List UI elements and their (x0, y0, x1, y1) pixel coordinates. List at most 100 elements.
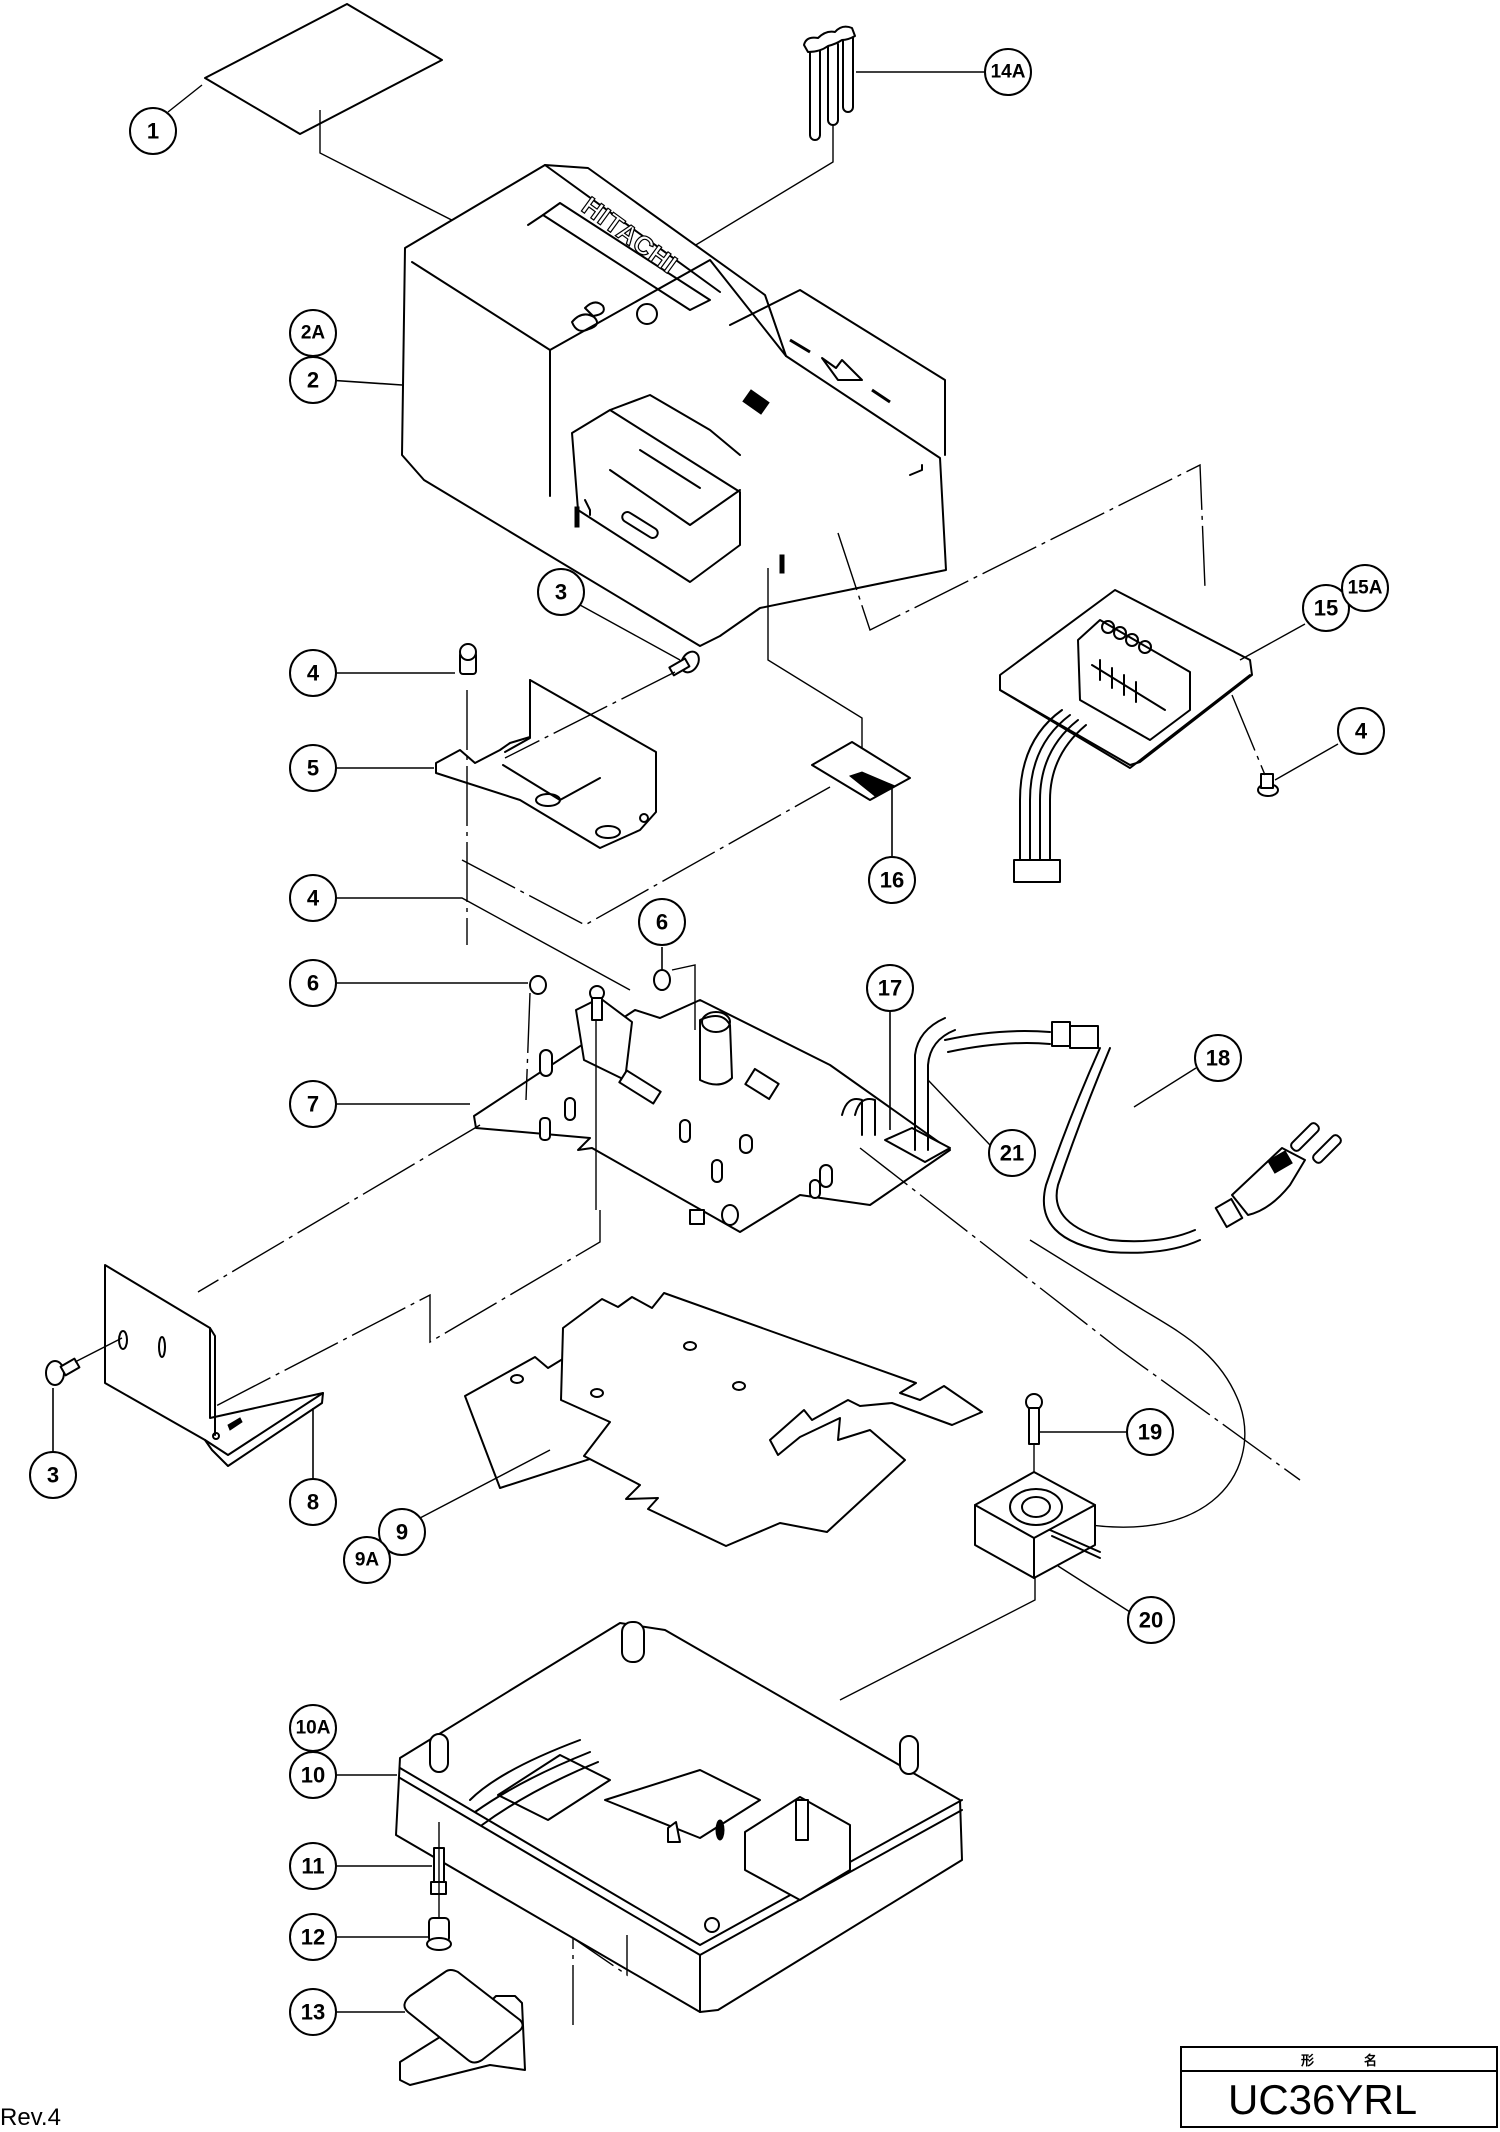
leader-9 (419, 1449, 551, 1519)
model-number: UC36YRL (1228, 2076, 1418, 2123)
leader-4b (336, 897, 631, 991)
callout-10[interactable]: 10 (289, 1751, 337, 1799)
label-13-part (399, 1969, 526, 2086)
svg-text:16: 16 (880, 868, 904, 893)
assembly-line-5 (461, 786, 831, 926)
terminal-17-part (841, 1017, 956, 1163)
assembly-line-fan-wire (859, 1147, 1301, 1481)
svg-text:10A: 10A (296, 1718, 331, 1739)
callout-12[interactable]: 12 (289, 1913, 337, 1961)
svg-text:4: 4 (307, 661, 320, 686)
assembly-line-6a (525, 992, 531, 1101)
svg-text:4: 4 (307, 886, 320, 911)
screw-part-3b (45, 1357, 81, 1386)
svg-text:14A: 14A (991, 62, 1026, 83)
svg-text:6: 6 (656, 910, 668, 935)
callout-20[interactable]: 20 (1127, 1596, 1175, 1644)
callout-3a[interactable]: 3 (537, 568, 585, 616)
leader-1 (167, 84, 203, 113)
callout-17[interactable]: 17 (866, 964, 914, 1012)
callout-14a[interactable]: 14A (984, 48, 1032, 96)
svg-text:15A: 15A (1348, 578, 1383, 599)
svg-text:19: 19 (1138, 1420, 1162, 1445)
housing-upper-part: HITACHI (401, 164, 947, 647)
leader-21 (927, 1079, 991, 1146)
callout-1[interactable]: 1 (129, 107, 177, 155)
leader-2 (327, 379, 403, 386)
callout-9[interactable]: 9 (378, 1508, 426, 1556)
assembly-line-20 (839, 1578, 1036, 1701)
callout-21[interactable]: 21 (988, 1129, 1036, 1177)
assembly-line-6b (671, 964, 696, 1030)
callout-16[interactable]: 16 (868, 856, 916, 904)
callout-7[interactable]: 7 (289, 1080, 337, 1128)
screw-part-4b (589, 985, 605, 1021)
callout-5[interactable]: 5 (289, 744, 337, 792)
leader-4c (1274, 743, 1339, 781)
callout-19[interactable]: 19 (1126, 1408, 1174, 1456)
tapping-screw-part (1257, 773, 1279, 797)
svg-text:9A: 9A (355, 1550, 380, 1571)
callout-10a[interactable]: 10A (289, 1704, 337, 1752)
title-block: 形 名 UC36YRL (1180, 2046, 1498, 2128)
svg-text:10: 10 (301, 1763, 325, 1788)
heat-sink-bracket-part (435, 679, 657, 849)
svg-text:5: 5 (307, 756, 319, 781)
svg-text:3: 3 (555, 580, 567, 605)
leader-18 (1133, 1067, 1197, 1108)
callout-6b[interactable]: 6 (638, 898, 686, 946)
nut-part-6a (529, 975, 547, 995)
svg-text:21: 21 (1000, 1141, 1024, 1166)
callout-2[interactable]: 2 (289, 356, 337, 404)
callout-4b[interactable]: 4 (289, 874, 337, 922)
assembly-line-13 (572, 1935, 628, 2025)
leader-15 (1239, 623, 1306, 661)
callout-15[interactable]: 15 (1302, 584, 1350, 632)
light-guide-part (803, 25, 856, 141)
rubber-foot-part (426, 1917, 452, 1951)
callout-4a[interactable]: 4 (289, 649, 337, 697)
svg-text:13: 13 (301, 2000, 325, 2025)
callout-18[interactable]: 18 (1194, 1034, 1242, 1082)
revision-label: Rev.4 (0, 2104, 61, 2131)
title-block-header-char: 形 (1300, 2053, 1314, 2069)
svg-text:8: 8 (307, 1490, 319, 1515)
svg-text:4: 4 (1355, 719, 1368, 744)
leader-3a (579, 604, 681, 661)
callout-6a[interactable]: 6 (289, 959, 337, 1007)
leader-20 (1057, 1565, 1131, 1613)
assembly-line-3b (74, 1337, 123, 1363)
callout-13[interactable]: 13 (289, 1988, 337, 2036)
svg-text:18: 18 (1206, 1046, 1230, 1071)
callout-9a[interactable]: 9A (343, 1536, 391, 1584)
housing-lower-part (395, 1621, 963, 2013)
title-block-header: 形 名 (1182, 2048, 1496, 2072)
name-plate-part (204, 3, 443, 135)
insulation-sheet-part (464, 1292, 983, 1547)
assembly-line-screw-4c (1231, 694, 1266, 776)
assembly-line-7a (197, 1124, 481, 1293)
svg-text:20: 20 (1139, 1608, 1163, 1633)
svg-text:7: 7 (307, 1092, 319, 1117)
pc-board-part (473, 997, 951, 1233)
svg-text:3: 3 (47, 1463, 59, 1488)
fan-part (974, 1471, 1101, 1579)
callout-8[interactable]: 8 (289, 1478, 337, 1526)
fan-wire-loop (1029, 1239, 1246, 1528)
callout-11[interactable]: 11 (289, 1842, 337, 1890)
terminal-assembly-part (999, 589, 1253, 883)
svg-text:6: 6 (307, 971, 319, 996)
svg-text:1: 1 (147, 119, 159, 144)
screw-part-3a (668, 650, 700, 677)
svg-text:17: 17 (878, 976, 902, 1001)
callout-3b[interactable]: 3 (29, 1451, 77, 1499)
assembly-line-3a (504, 671, 676, 759)
title-block-header-char: 名 (1364, 2053, 1378, 2069)
label-16-part (811, 741, 911, 801)
heat-sink-part (104, 1264, 324, 1467)
svg-text:2A: 2A (301, 323, 326, 344)
callout-2a[interactable]: 2A (289, 309, 337, 357)
callout-4c[interactable]: 4 (1337, 707, 1385, 755)
callout-15a[interactable]: 15A (1341, 564, 1389, 612)
